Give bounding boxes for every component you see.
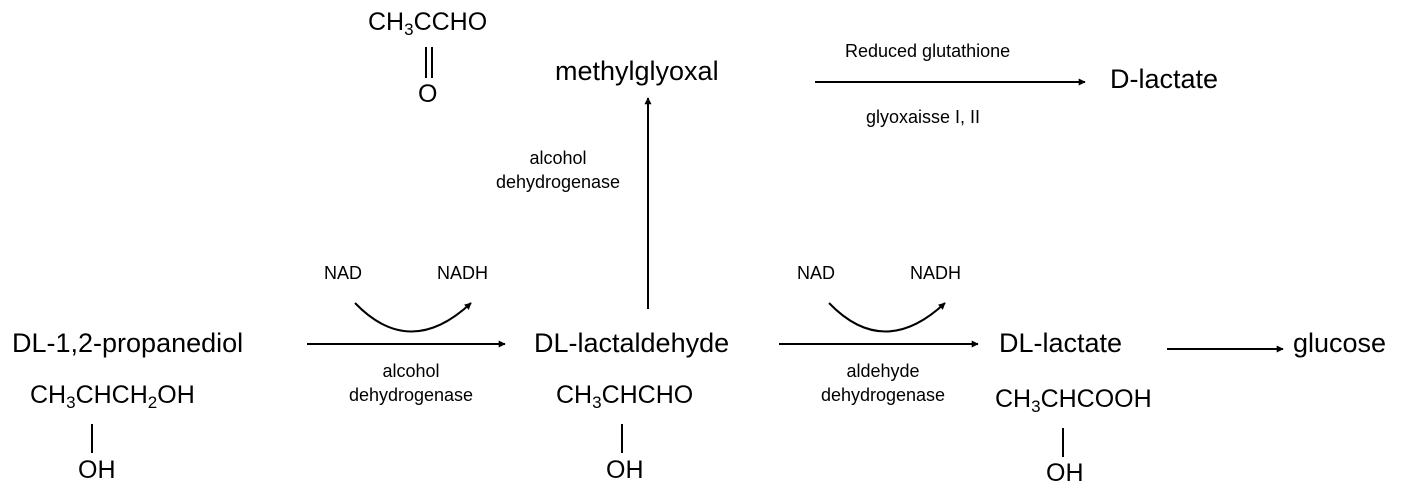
propanediol-branch: OH [78,456,116,484]
methylglyoxal-formula: CH3CCHO [368,8,488,39]
lactaldehyde-name: DL-lactaldehyde [534,328,730,358]
methylglyoxal-branch: O [418,80,438,108]
lactate-formula: CH3CHCOOH [995,385,1152,416]
r1-cofactor-in: NAD [324,263,363,283]
curved-arrow-nad-nadh-2 [828,302,946,333]
lactate-name: DL-lactate [999,328,1123,358]
r2-cofactor-in: NAD [797,263,836,283]
glucose-name: glucose [1293,328,1387,358]
lactaldehyde-formula: CH3CHCHO [556,381,694,412]
propanediol-name: DL-1,2-propanediol [12,328,244,358]
curved-arrow-nad-nadh-1 [354,302,472,333]
r4-reagent: Reduced glutathione [845,41,1011,61]
propanediol-formula: CH3CHCH2OH [30,381,195,412]
lactate-branch: OH [1046,459,1084,487]
r4-enzyme: glyoxaisse I, II [866,107,981,127]
lactaldehyde-branch: OH [606,456,644,484]
dlactate-name: D-lactate [1110,64,1219,94]
methylglyoxal-name: methylglyoxal [555,56,719,86]
r2-cofactor-out: NADH [910,263,962,283]
r1-cofactor-out: NADH [437,263,489,283]
